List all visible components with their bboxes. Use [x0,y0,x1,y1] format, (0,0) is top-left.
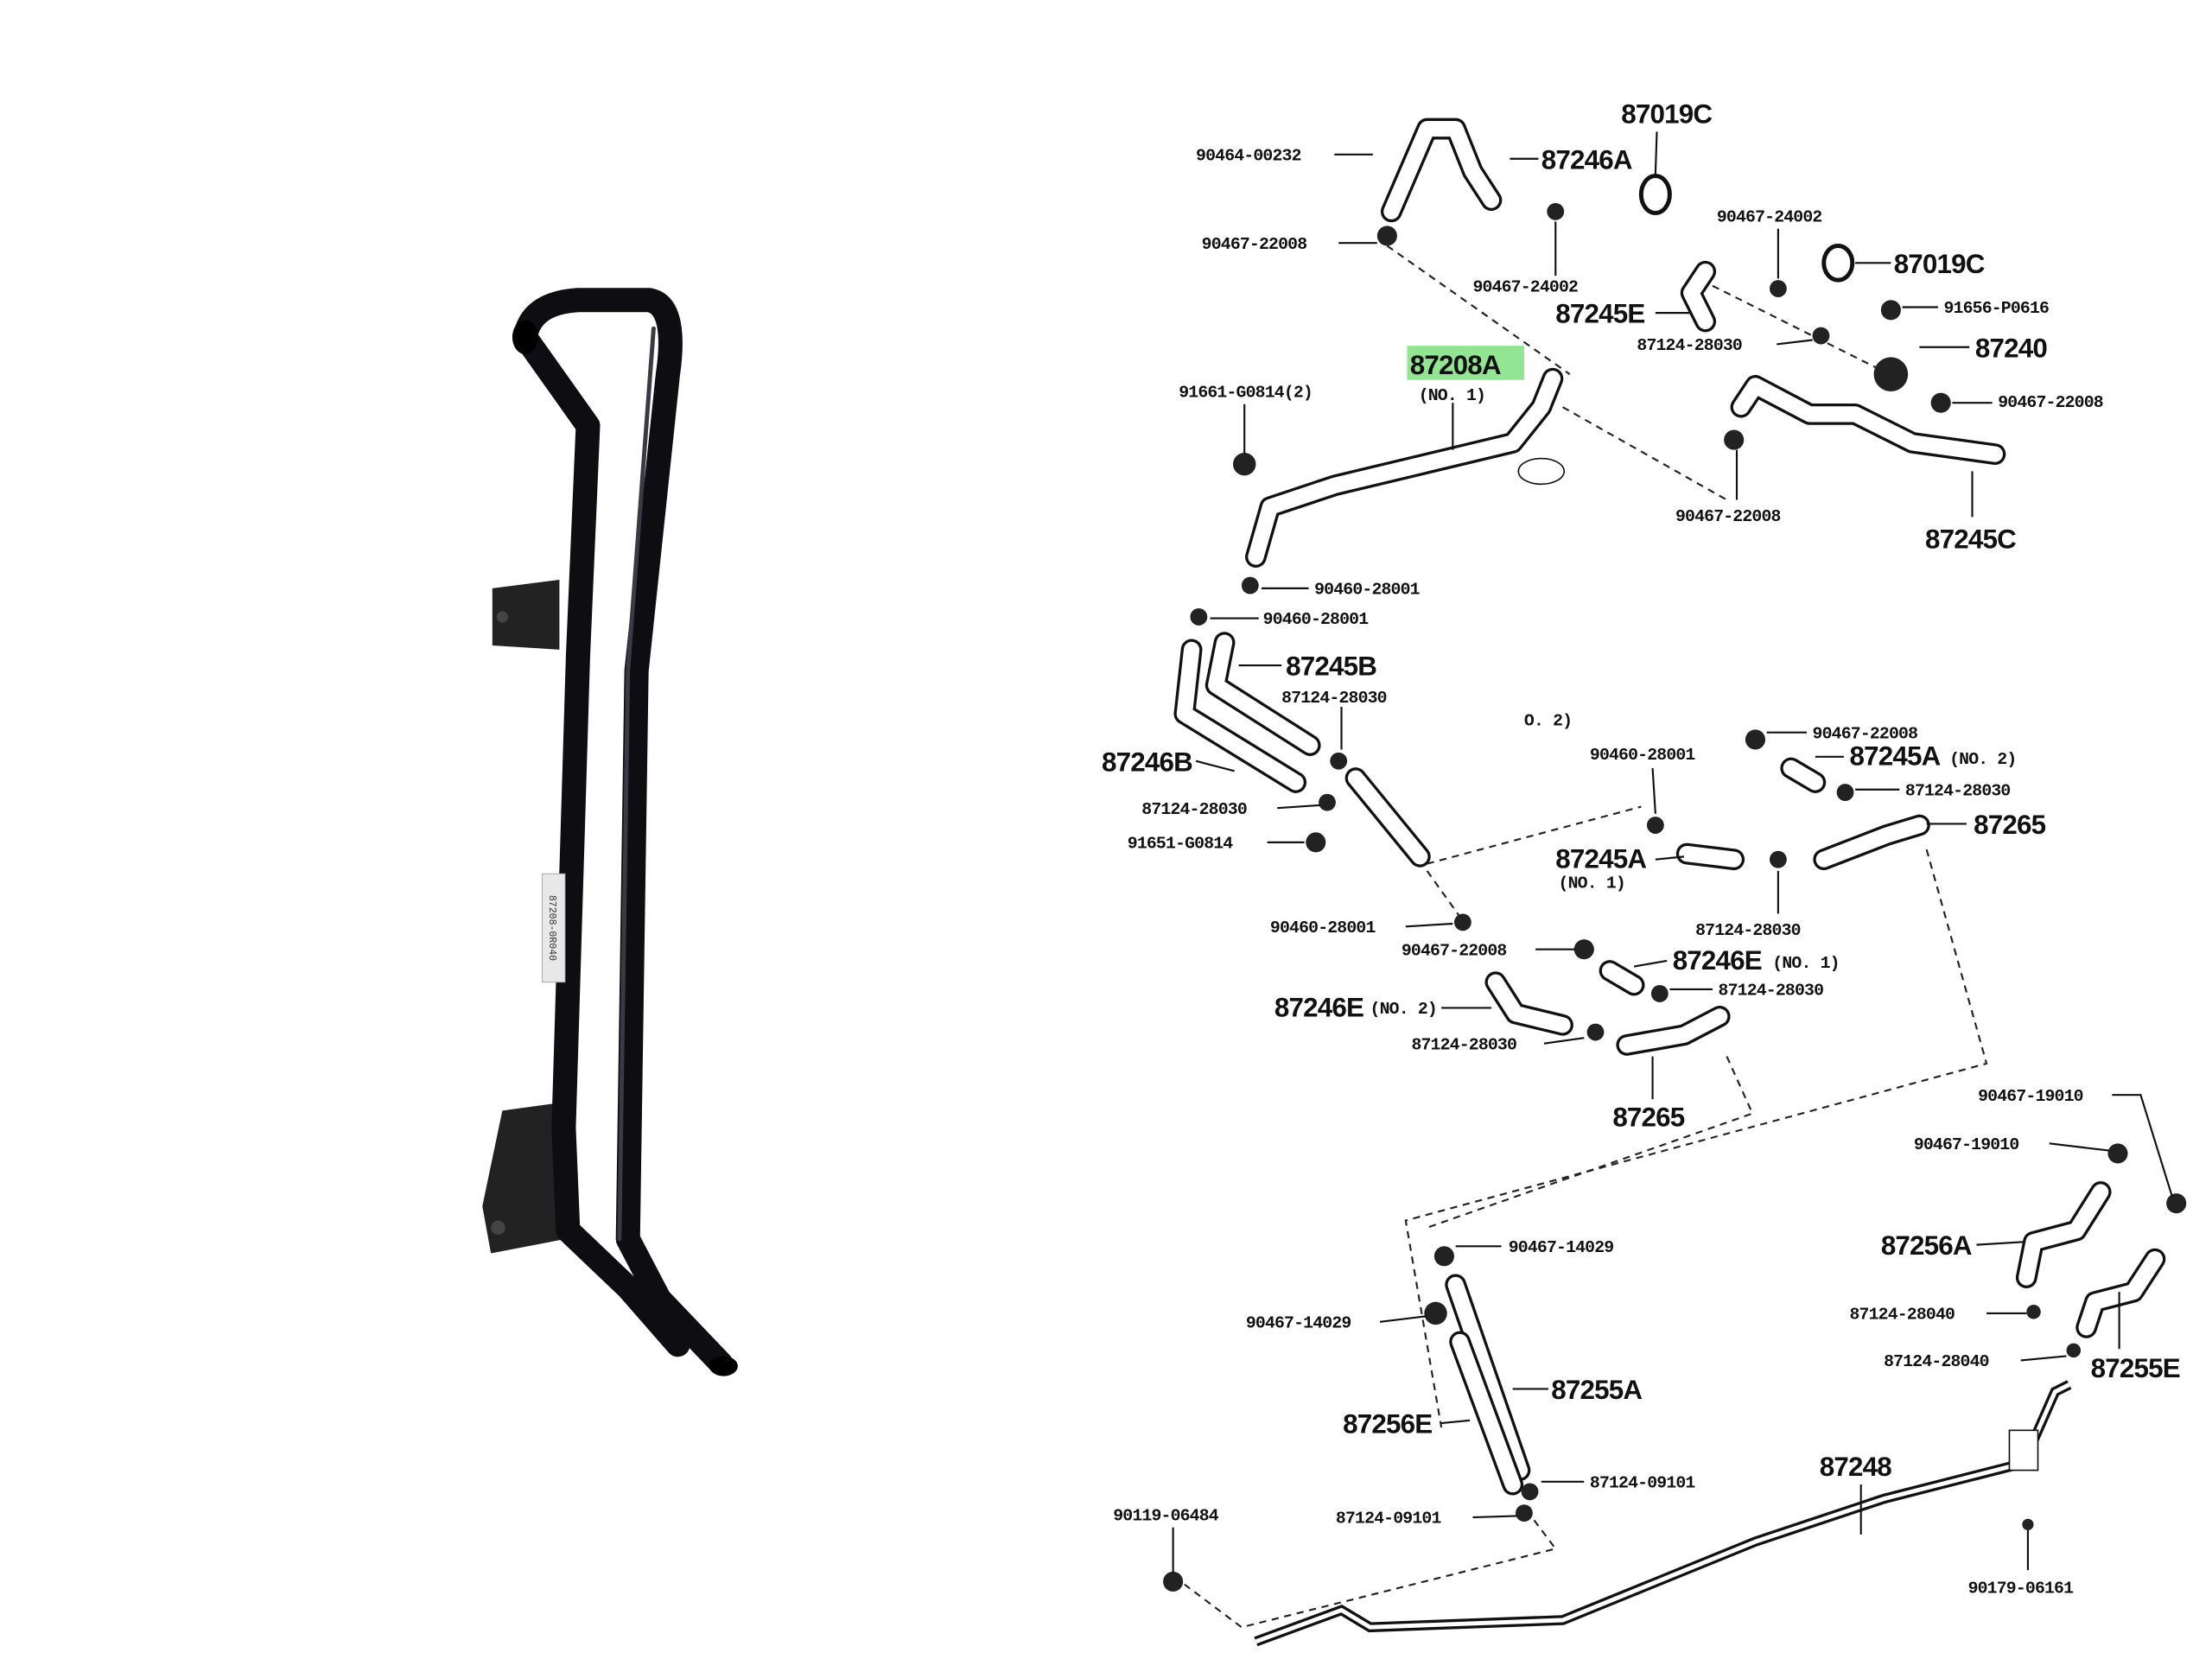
label-87256E[interactable]: 87256E [1343,1409,1433,1440]
label-no1: (NO. 1) [1559,874,1625,893]
label-91651-G0814[interactable]: 91651-G0814 [1128,834,1234,853]
label-no2-fragment: O. 2) [1524,711,1572,730]
hose-fill [1732,378,2004,462]
label-87245A[interactable]: 87245A [1849,741,1941,772]
bracket-hole [496,611,508,623]
product-photo-pipe: 87208-0R040 [482,288,738,1376]
front-tube [512,288,734,1376]
upper-bracket [492,579,560,650]
label-90460-28001[interactable]: 90460-28001 [1263,610,1370,629]
label-87245C[interactable]: 87245C [1925,524,2017,555]
label-87246E[interactable]: 87246E [1673,945,1763,976]
part-sticker: 87208-0R040 [542,873,566,983]
label-87124-28030[interactable]: 87124-28030 [1719,982,1824,1001]
hose-fill [1208,634,1319,753]
tube-highlight [617,326,656,1242]
label-87265[interactable]: 87265 [1612,1103,1685,1133]
hose-fill [1815,817,1928,868]
label-90179-06161[interactable]: 90179-06161 [1968,1580,2075,1599]
label-no1: (NO. 1) [1419,386,1485,405]
label-87265[interactable]: 87265 [1974,810,2046,840]
label-no1: (NO. 1) [1772,954,1839,973]
highlight-87208A [1407,346,1524,380]
label-87246E[interactable]: 87246E [1274,992,1364,1022]
leader-lines [1172,131,2173,1573]
label-87124-09101[interactable]: 87124-09101 [1336,1510,1442,1529]
label-90467-24002[interactable]: 90467-24002 [1472,277,1578,296]
hose-fill [1487,974,1571,1033]
label-87208A-highlighted[interactable]: 87208A [1410,350,1502,380]
pipe-bracket [1517,457,1565,486]
label-87255A[interactable]: 87255A [1551,1375,1643,1405]
label-87124-28030[interactable]: 87124-28030 [1695,921,1801,940]
label-87248[interactable]: 87248 [1820,1452,1892,1482]
hose-fill [1248,371,1561,565]
label-87245A[interactable]: 87245A [1555,844,1647,874]
clamps [1163,174,2187,1592]
label-91661-G0814[interactable]: 91661-G0814(2) [1179,384,1313,403]
label-90460-28001[interactable]: 90460-28001 [1590,746,1696,765]
label-87124-28030[interactable]: 87124-28030 [1905,781,2011,800]
tube-end [512,320,538,355]
label-87124-28030[interactable]: 87124-28030 [1141,800,1247,819]
label-90467-22008[interactable]: 90467-22008 [1813,724,1918,743]
label-87124-28040[interactable]: 87124-28040 [1849,1306,1955,1325]
hose-fill [1447,1276,1529,1478]
label-90467-22008[interactable]: 90467-22008 [1998,393,2103,412]
label-87245B[interactable]: 87245B [1286,652,1377,682]
bracket-hole [491,1220,505,1236]
pipe-bracket-87248 [2008,1429,2039,1471]
hose-fill [1347,770,1428,865]
hose-fill [1383,120,1500,219]
label-87124-28030[interactable]: 87124-28030 [1637,336,1742,355]
exploded-diagram: 90464-00232 87246A 87019C 90467-22008 90… [1102,99,2187,1647]
label-87255E[interactable]: 87255E [2091,1353,2181,1383]
hose-fill [1601,963,1643,994]
sticker-text: 87208-0R040 [546,895,557,961]
label-no2: (NO. 2) [1370,1000,1437,1019]
hose-fill [2018,1184,2109,1286]
label-90467-22008[interactable]: 90467-22008 [1402,941,1507,960]
label-87240[interactable]: 87240 [1975,333,2048,363]
hose-fill [1679,845,1742,868]
label-87019C[interactable]: 87019C [1621,99,1713,129]
label-87246A[interactable]: 87246A [1541,144,1633,175]
label-90467-22008[interactable]: 90467-22008 [1202,235,1307,254]
label-90467-14029[interactable]: 90467-14029 [1246,1313,1351,1332]
label-87256A[interactable]: 87256A [1881,1230,1973,1261]
pipe-fill [1255,1382,2070,1644]
hose-fill [1176,641,1304,791]
label-90467-22008[interactable]: 90467-22008 [1675,507,1781,526]
label-87124-28030[interactable]: 87124-28030 [1411,1035,1516,1054]
lower-bracket [482,1102,566,1254]
label-90119-06484[interactable]: 90119-06484 [1113,1506,1219,1525]
hose-fill [1618,1008,1728,1053]
label-90467-19010[interactable]: 90467-19010 [1914,1135,2019,1154]
label-87246B[interactable]: 87246B [1102,747,1193,777]
label-87245E[interactable]: 87245E [1555,299,1645,329]
label-87124-28030[interactable]: 87124-28030 [1281,689,1387,708]
hose-fill [2078,1251,2164,1336]
label-no2: (NO. 2) [1949,750,2016,769]
label-90460-28001[interactable]: 90460-28001 [1314,580,1421,599]
rear-tube [512,325,690,1357]
label-90464-00232[interactable]: 90464-00232 [1196,146,1301,165]
label-87124-28040[interactable]: 87124-28040 [1884,1352,1989,1371]
hose-fill [1683,264,1713,330]
label-90467-24002[interactable]: 90467-24002 [1717,207,1822,226]
label-90467-19010[interactable]: 90467-19010 [1978,1087,2083,1106]
label-90460-28001[interactable]: 90460-28001 [1270,918,1376,938]
hose-fill [1783,760,1823,791]
hose-fill [1452,1333,1521,1493]
dashed-connections [1184,245,1988,1629]
label-90467-14029[interactable]: 90467-14029 [1509,1238,1614,1257]
part-labels: 90464-00232 87246A 87019C 90467-22008 90… [1102,99,2181,1599]
label-87124-09101[interactable]: 87124-09101 [1590,1473,1696,1492]
label-91656-P0616[interactable]: 91656-P0616 [1943,299,2049,318]
tube-end [709,1356,738,1376]
label-87019C[interactable]: 87019C [1894,249,1986,279]
